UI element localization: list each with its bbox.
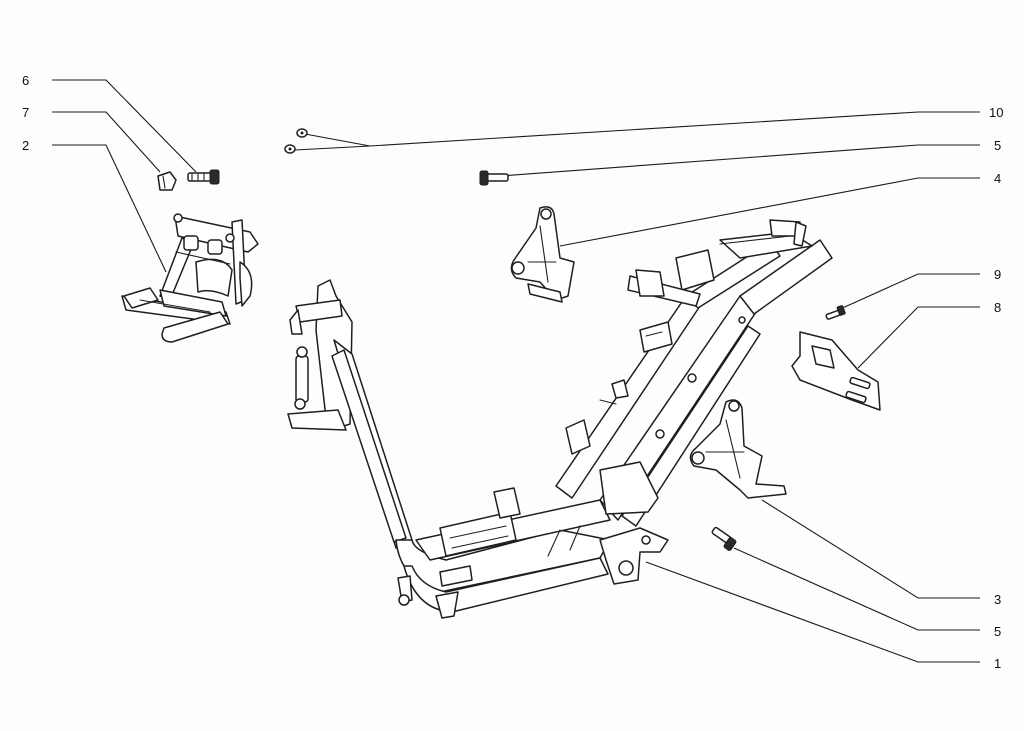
nuts-part-10 <box>284 128 308 154</box>
callout-3: 3 <box>994 592 1001 607</box>
leader-10-branch-a <box>304 133 371 147</box>
footrest-bracket-part-3 <box>689 399 787 499</box>
bolt-part-9 <box>825 305 846 320</box>
bolt-part-5-upper <box>479 170 509 186</box>
leader-6 <box>52 79 197 173</box>
leader-7 <box>52 111 161 173</box>
leader-4 <box>559 177 980 247</box>
leader-8 <box>857 306 980 369</box>
callout-6: 6 <box>22 73 29 88</box>
callout-10: 10 <box>989 105 1003 120</box>
main-frame-part-1 <box>287 219 833 619</box>
footrest-bracket-part-4 <box>510 206 575 303</box>
engine-bracket-part-2 <box>121 213 259 343</box>
callout-2: 2 <box>22 138 29 153</box>
leader-5-upper <box>499 144 980 177</box>
callout-5-lower: 5 <box>994 624 1001 639</box>
plate-part-8 <box>791 331 881 411</box>
leader-10-branch-b <box>294 145 371 151</box>
callout-1: 1 <box>994 656 1001 671</box>
leader-9 <box>837 273 980 311</box>
leader-2 <box>52 144 167 273</box>
callout-9: 9 <box>994 267 1001 282</box>
bush-part-7 <box>157 171 177 191</box>
leader-10 <box>369 111 980 147</box>
bolt-part-5-lower <box>711 526 737 551</box>
leader-1 <box>645 561 980 663</box>
bolt-part-6 <box>187 169 220 185</box>
leader-5-lower <box>733 547 980 631</box>
leader-3 <box>761 499 980 599</box>
callout-4: 4 <box>994 171 1001 186</box>
callout-5-upper: 5 <box>994 138 1001 153</box>
callout-8: 8 <box>994 300 1001 315</box>
callout-7: 7 <box>22 105 29 120</box>
